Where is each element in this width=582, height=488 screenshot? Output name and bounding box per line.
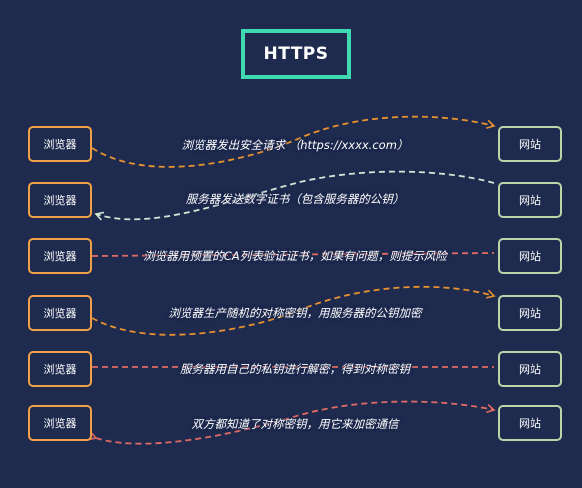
browser-node-3: 浏览器 — [28, 238, 92, 274]
arrow-step-4 — [91, 285, 496, 336]
step-label-4: 浏览器生产随机的对称密钥，用服务器的公钥加密 — [168, 306, 422, 320]
browser-node-4: 浏览器 — [28, 295, 92, 331]
site-node-2: 网站 — [498, 182, 562, 218]
browser-node-1: 浏览器 — [28, 126, 92, 162]
arrow-step-2 — [94, 170, 495, 221]
site-node-3: 网站 — [498, 238, 562, 274]
browser-node-5: 浏览器 — [28, 351, 92, 387]
site-node-4: 网站 — [498, 295, 562, 331]
browser-node-2: 浏览器 — [28, 182, 92, 218]
site-node-5: 网站 — [498, 351, 562, 387]
step-label-6: 双方都知道了对称密钥，用它来加密通信 — [191, 417, 399, 431]
step-label-5: 服务器用自己的私钥进行解密，得到对称密钥 — [180, 362, 410, 376]
diagram-title: HTTPS — [241, 29, 351, 79]
arrow-step-1 — [91, 115, 496, 168]
arrow-step-3 — [91, 252, 495, 257]
step-label-1: 浏览器发出安全请求 （https://xxxx.com） — [181, 138, 409, 152]
step-label-2: 服务器发送数字证书（包含服务器的公钥） — [185, 192, 405, 206]
site-node-6: 网站 — [498, 405, 562, 441]
browser-node-6: 浏览器 — [28, 405, 92, 441]
arrow-step-6 — [87, 400, 496, 445]
site-node-1: 网站 — [498, 126, 562, 162]
step-label-3: 浏览器用预置的CA列表验证证书，如果有问题，则提示风险 — [143, 249, 447, 263]
